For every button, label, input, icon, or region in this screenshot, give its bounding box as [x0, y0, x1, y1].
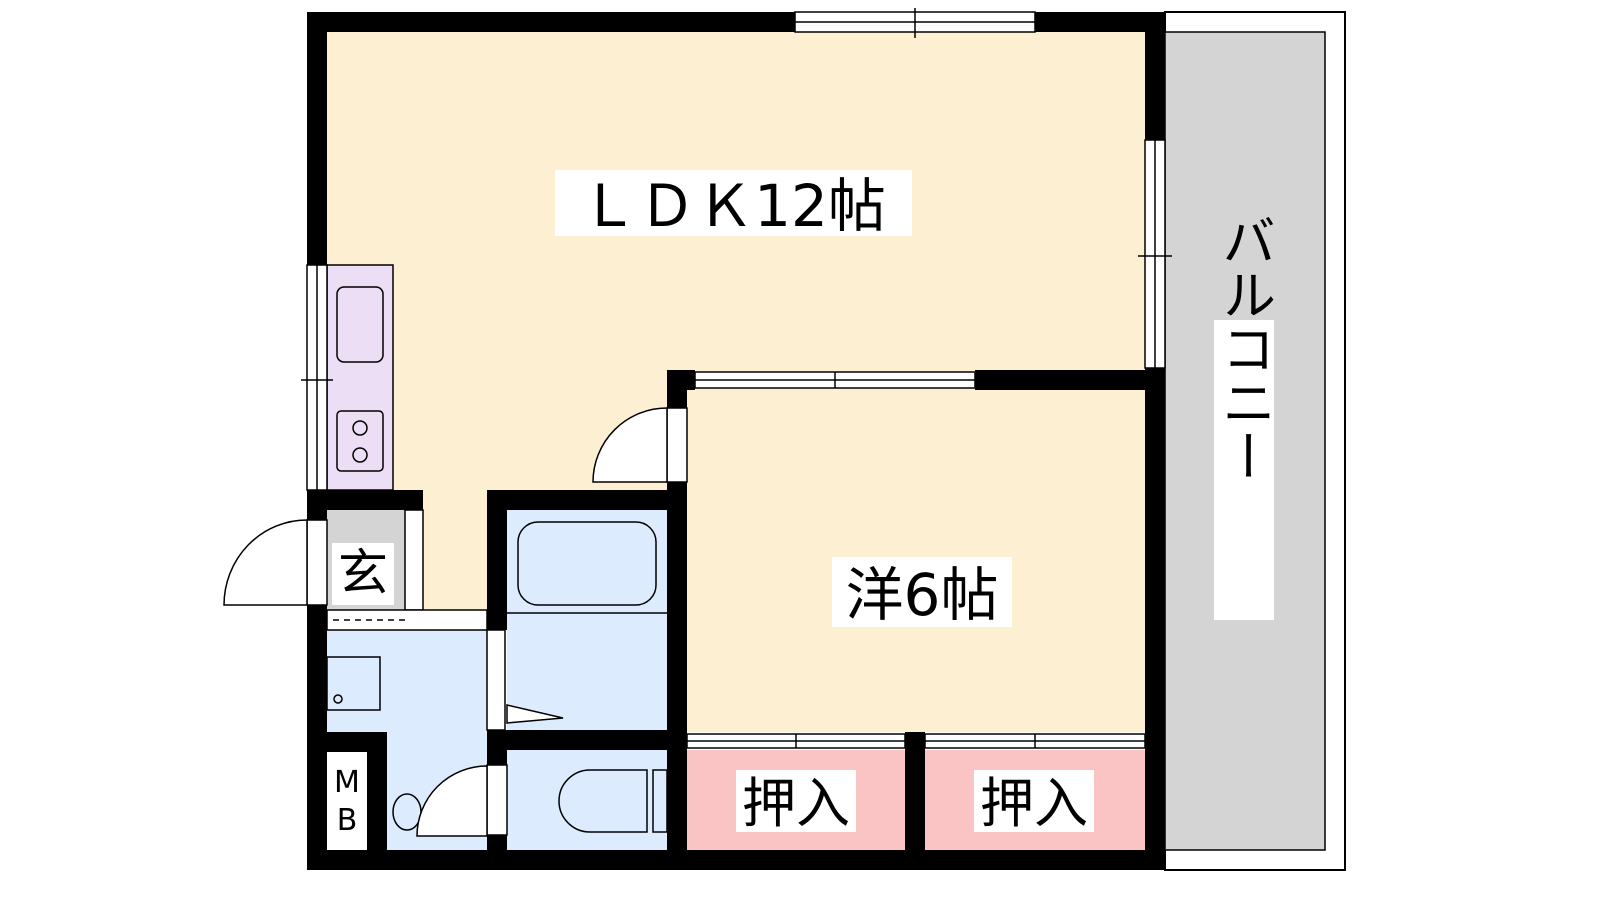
toilet-room [507, 750, 667, 850]
kitchen-counter [326, 264, 394, 491]
doors[interactable] [223, 407, 688, 837]
meter-box-b: B [337, 803, 358, 838]
bathroom [507, 510, 667, 732]
toilet-icon [558, 769, 648, 833]
door-toilet [416, 765, 488, 837]
ldk-label: ＬＤＫ12帖 [580, 172, 886, 240]
entrance-door [223, 519, 308, 606]
bathtub-icon [517, 521, 657, 606]
windows [301, 8, 1172, 749]
meter-box-m: M [334, 765, 360, 800]
door-ldk-western [592, 407, 668, 483]
closet-right-label: 押入 [980, 772, 1088, 835]
stove-icon [336, 410, 384, 472]
western-room-label: 洋6帖 [846, 561, 999, 629]
balcony [1164, 11, 1346, 871]
entrance-label: 玄 [338, 544, 388, 602]
walls [307, 12, 1165, 870]
balcony-label: バルコニー [1213, 213, 1276, 483]
sink-icon [336, 286, 384, 363]
closet-left-label: 押入 [742, 772, 850, 835]
